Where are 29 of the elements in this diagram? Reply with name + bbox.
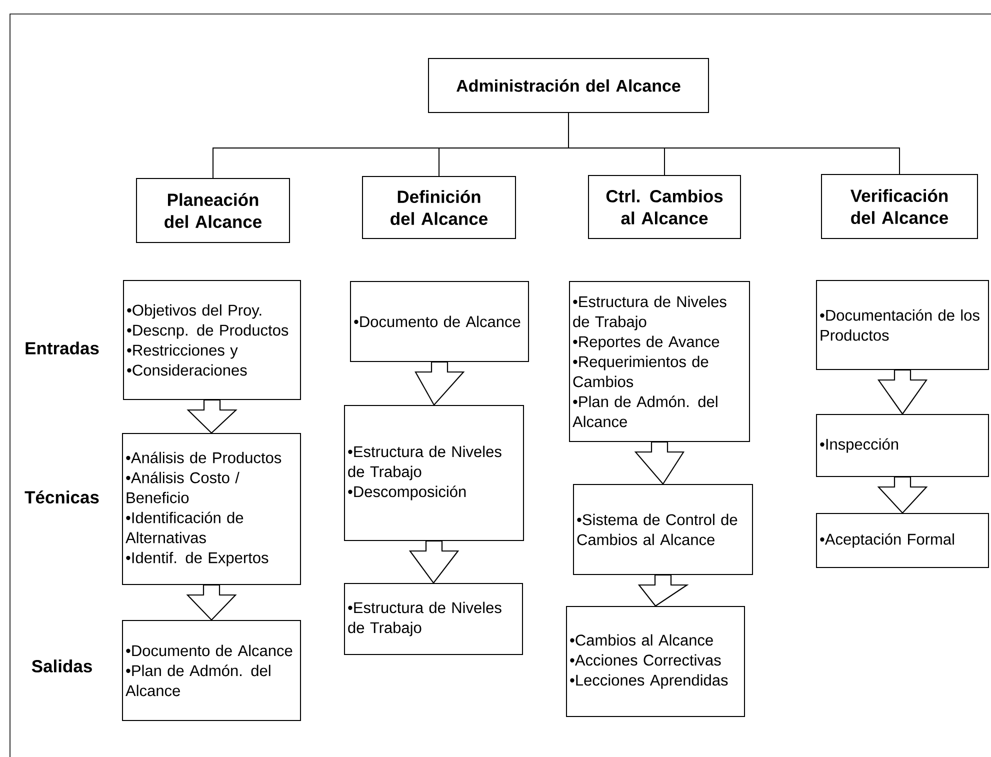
process-box: •Estructura de Niveles de Trabajo •Descomposición	[344, 405, 524, 541]
block-arrow	[877, 369, 928, 415]
row-label: Salidas	[32, 660, 92, 672]
process-box: •Cambios al Alcance •Acciones Correctivas •Lecciones Aprendidas	[566, 606, 745, 717]
block-arrow	[186, 584, 237, 621]
process-box: •Aceptación Formal	[816, 513, 989, 568]
process-box: •Sistema de Control de Cambios al Alcance	[573, 484, 753, 575]
process-box: Administración del Alcance	[428, 58, 709, 113]
connector-line	[568, 112, 900, 174]
process-box: Definición del Alcance	[362, 176, 516, 239]
block-arrow	[186, 399, 238, 434]
process-box: •Documentación de los Productos	[816, 280, 989, 370]
process-box: •Documento de Alcance •Plan de Admón. del Alcance	[122, 620, 301, 721]
process-box: Ctrl. Cambios al Alcance	[588, 175, 741, 239]
block-arrow	[414, 361, 465, 406]
process-box: •Estructura de Niveles de Trabajo •Reportes de Avance •Requerimientos de Cambios •Plan de Admón. del Alcance	[569, 281, 750, 442]
process-box: Planeación del Alcance	[136, 178, 290, 243]
block-arrow	[638, 574, 689, 607]
process-box: •Documento de Alcance	[350, 281, 529, 362]
process-box: •Objetivos del Proy. •Descnp. de Productos •Restricciones y •Consideraciones	[123, 280, 301, 400]
process-box: •Inspección	[816, 414, 989, 477]
block-arrow	[877, 476, 928, 514]
block-arrow	[634, 441, 685, 485]
process-box: •Estructura de Niveles de Trabajo	[344, 583, 523, 655]
process-box: •Análisis de Productos •Análisis Costo / Beneficio •Identificación de Alternativas •Identif. de Expertos	[122, 433, 301, 585]
block-arrow	[408, 540, 460, 584]
process-box: Verificación del Alcance	[821, 174, 978, 239]
row-label: Entradas	[26, 342, 99, 354]
row-label: Técnicas	[24, 490, 99, 504]
